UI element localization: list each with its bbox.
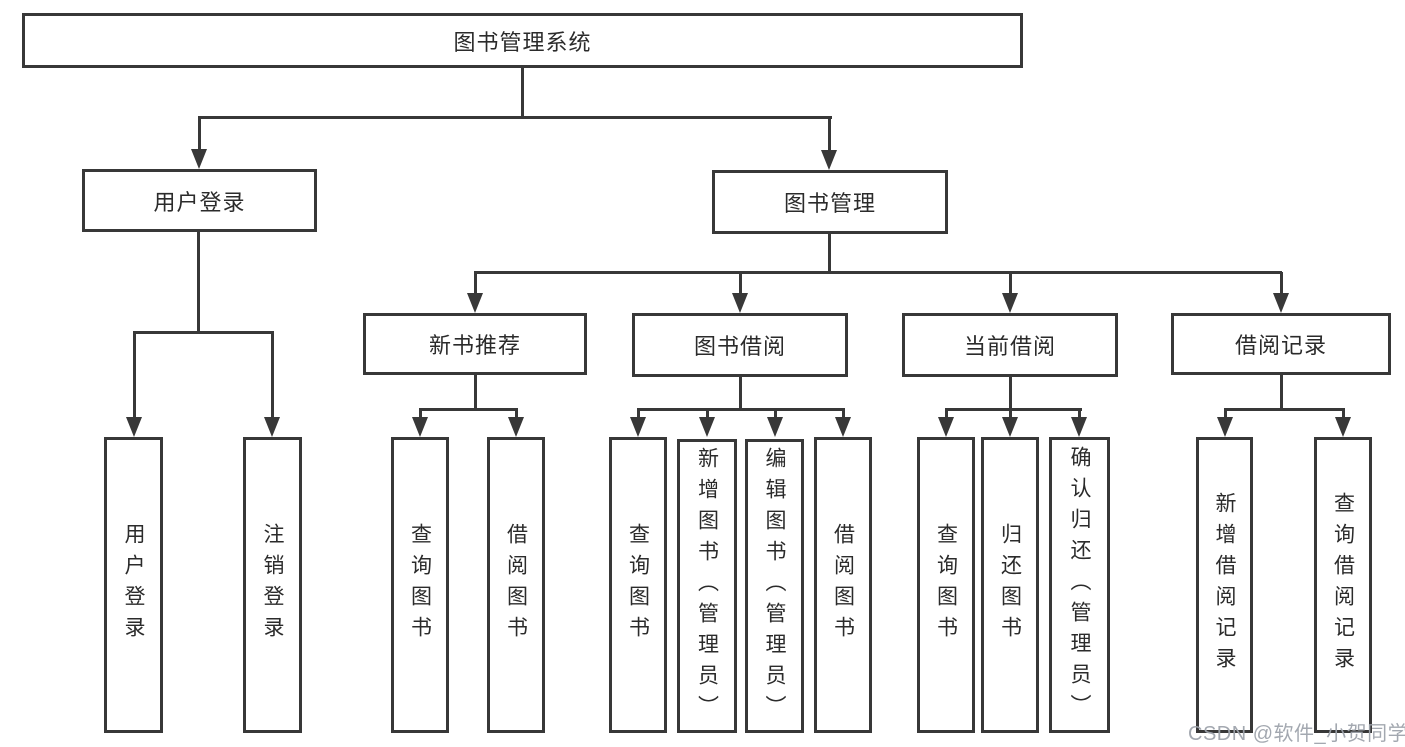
node-book-borrow: 图书借阅 [632,313,848,377]
leaf-logout: 注销登录 [243,437,302,733]
arrow-down-icon [1273,293,1289,313]
connector-leaf-drop [1342,410,1345,420]
node-label: 借阅图书 [504,523,528,647]
node-label: 编辑图书（管理员） [763,446,786,726]
node-label: 图书管理 [783,191,876,216]
arrow-down-icon [1217,417,1233,437]
node-label: 查询图书 [408,523,432,647]
node-label: 新书推荐 [428,333,521,358]
node-label: 注销登录 [261,523,284,647]
node-label: 新增借阅记录 [1213,492,1236,678]
connector-borrow-records-stem [1280,373,1283,411]
leaf-edit-book-admin: 编辑图书（管理员） [745,439,804,733]
node-label: 用户登录 [153,189,246,215]
node-library-system: 图书管理系统 [22,13,1023,68]
connector-user-login-stem [197,230,200,334]
arrow-down-icon [938,417,954,437]
connector-leaf-drop [271,333,274,419]
connector-book-borrow-rail [637,408,845,411]
connector-book-borrow-stem [739,375,742,411]
arrow-down-icon [467,293,483,313]
leaf-borrow-books-2: 借阅图书 [814,437,872,733]
arrow-down-icon [630,417,646,437]
leaf-add-book-admin: 新增图书（管理员） [677,439,737,733]
node-label: 查询图书 [934,523,958,647]
connector-book-mgmt-drop [828,117,831,152]
node-label: 当前借阅 [963,334,1056,359]
connector-level3-drop [1009,272,1012,297]
leaf-query-books-1: 查询图书 [391,437,449,733]
node-current-borrow: 当前借阅 [902,313,1118,377]
connector-level2-rail [198,116,832,119]
connector-new-book-rec-rail [419,408,518,411]
leaf-borrow-books-1: 借阅图书 [487,437,545,733]
node-label: 借阅图书 [831,523,855,647]
arrow-down-icon [1002,417,1018,437]
node-label: 查询图书 [626,523,650,647]
arrow-down-icon [732,293,748,313]
connector-leaf-drop [637,410,640,420]
connector-leaf-drop [1224,410,1227,420]
node-label: 图书借阅 [693,334,786,359]
node-book-management: 图书管理 [712,170,948,234]
arrow-down-icon [126,417,142,437]
connector-current-borrow-rail [945,408,1082,411]
node-label: 借阅记录 [1234,333,1327,358]
node-borrow-records: 借阅记录 [1171,313,1391,375]
watermark: CSDN @软件_小贺同学 [1188,723,1405,745]
connector-user-login-drop [198,117,201,151]
leaf-return-book: 归还图书 [981,437,1039,733]
leaf-query-books-3: 查询图书 [917,437,975,733]
node-label: 图书管理系统 [453,29,592,55]
connector-level3-drop [474,272,477,297]
node-label: 归还图书 [998,523,1022,647]
connector-current-borrow-stem [1009,375,1012,411]
connector-level3-rail [474,271,1282,274]
leaf-user-login: 用户登录 [104,437,163,733]
connector-leaf-drop [945,410,948,420]
arrow-down-icon [835,417,851,437]
arrow-down-icon [508,417,524,437]
arrow-down-icon [1071,417,1087,437]
arrow-down-icon [699,417,715,437]
connector-book-mgmt-stem [828,232,831,273]
node-label: 用户登录 [122,523,145,647]
node-label: 查询借阅记录 [1331,492,1355,678]
connector-leaf-drop [419,410,422,420]
connector-level3-drop [1280,272,1283,297]
leaf-query-borrow-record: 查询借阅记录 [1314,437,1372,733]
node-label: 确认归还（管理员） [1068,445,1091,725]
connector-root-stem [521,66,524,118]
connector-level3-drop [739,272,742,297]
arrow-down-icon [1002,293,1018,313]
connector-leaf-drop [774,410,777,420]
connector-leaf-drop [133,333,136,419]
node-label: 新增图书（管理员） [695,446,719,726]
connector-leaf-drop [1009,410,1012,420]
connector-leaf-drop [842,410,845,420]
arrow-down-icon [767,417,783,437]
node-new-book-recommend: 新书推荐 [363,313,587,375]
node-user-login: 用户登录 [82,169,317,232]
leaf-query-books-2: 查询图书 [609,437,667,733]
connector-borrow-records-rail [1224,408,1345,411]
connector-user-login-rail [133,331,274,334]
arrow-down-icon [264,417,280,437]
leaf-confirm-return-admin: 确认归还（管理员） [1049,437,1110,733]
connector-leaf-drop [1078,410,1081,420]
leaf-add-borrow-record: 新增借阅记录 [1196,437,1253,733]
arrow-down-icon [191,149,207,169]
arrow-down-icon [412,417,428,437]
arrow-down-icon [821,150,837,170]
connector-leaf-drop [515,410,518,420]
connector-new-book-rec-stem [474,373,477,411]
connector-leaf-drop [706,410,709,420]
arrow-down-icon [1335,417,1351,437]
